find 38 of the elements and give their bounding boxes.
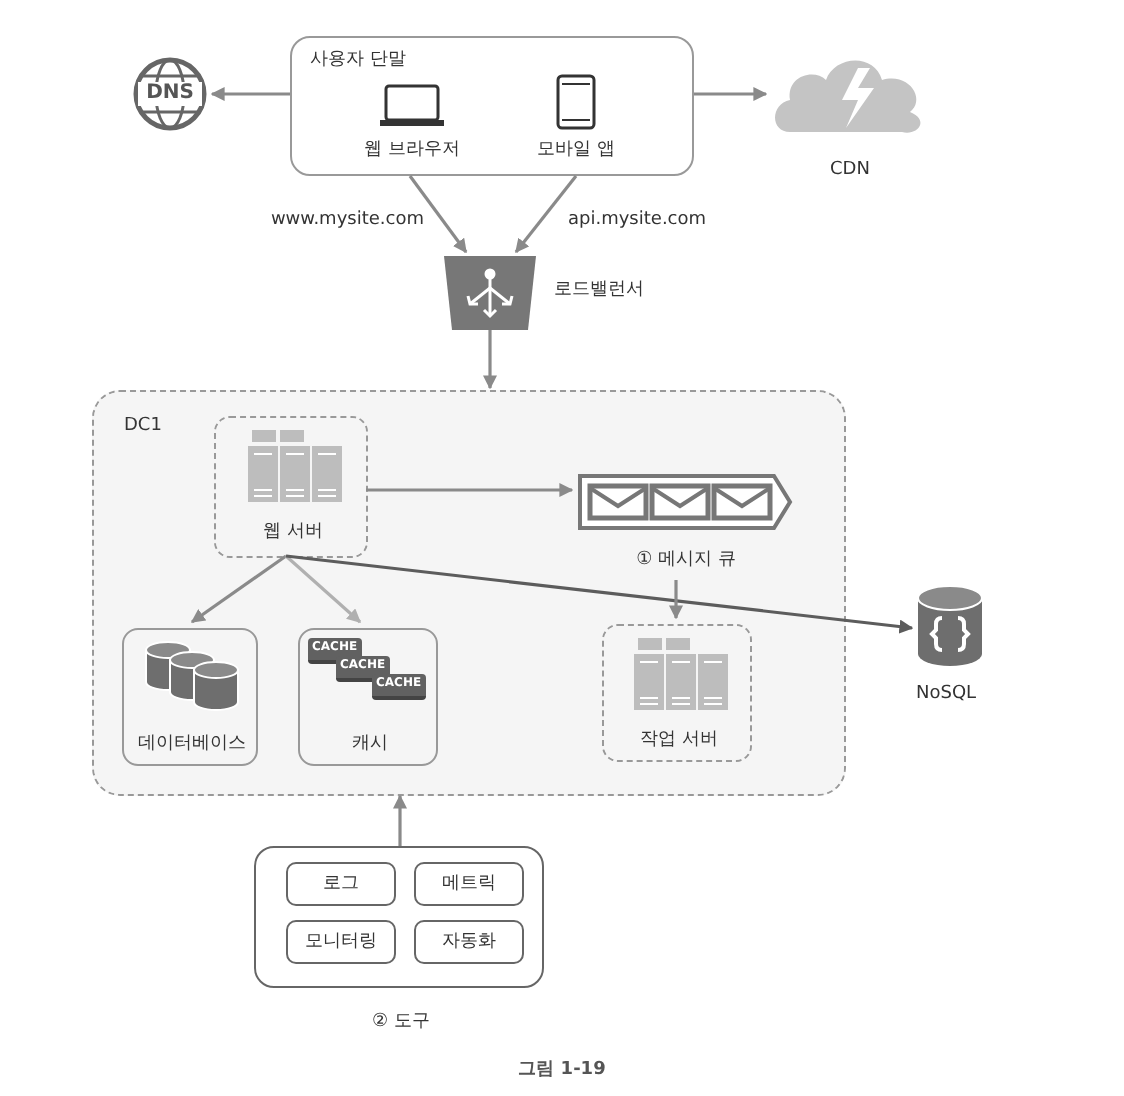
load-balancer-label: 로드밸런서 <box>554 280 644 302</box>
group-title: 사용자 단말 <box>310 50 406 72</box>
tool-box: 자동화 <box>414 920 524 964</box>
arrow <box>285 554 914 634</box>
tool-box: 메트릭 <box>414 862 524 906</box>
tool-box: 로그 <box>286 862 396 906</box>
server-box <box>602 624 752 762</box>
queue-label: ① 메시지 큐 <box>634 550 738 572</box>
database-label: NoSQL <box>916 684 977 706</box>
group-title: ② 도구 <box>370 1012 432 1034</box>
device-label: 웹 브라우저 <box>362 140 462 162</box>
arrow <box>514 175 578 254</box>
edge-label: api.mysite.com <box>568 210 707 232</box>
edge-label: www.mysite.com <box>270 210 424 232</box>
database-box <box>122 628 258 766</box>
server-box <box>214 416 368 558</box>
arrow <box>694 87 768 101</box>
cloud-label: CDN <box>828 160 872 182</box>
data-center-box <box>92 390 846 796</box>
cache-label: 캐시 <box>350 734 390 756</box>
figure-caption: 그림 1-19 <box>516 1060 608 1082</box>
arrow <box>669 580 683 620</box>
cache-box <box>298 628 438 766</box>
arrow <box>366 483 574 497</box>
device-label: 모바일 앱 <box>535 140 617 162</box>
database-label: 데이터베이스 <box>136 734 248 756</box>
globe-label: DNS <box>144 82 196 104</box>
arrow <box>408 175 468 254</box>
arrow <box>284 554 362 624</box>
group-title: DC1 <box>124 416 162 438</box>
arrow <box>210 87 290 101</box>
tool-box: 모니터링 <box>286 920 396 964</box>
arrow <box>393 794 407 846</box>
arrow <box>190 554 287 624</box>
server-label: 웹 서버 <box>261 522 325 544</box>
server-label: 작업 서버 <box>638 730 720 752</box>
device-box <box>290 36 694 176</box>
arrow <box>483 330 497 390</box>
